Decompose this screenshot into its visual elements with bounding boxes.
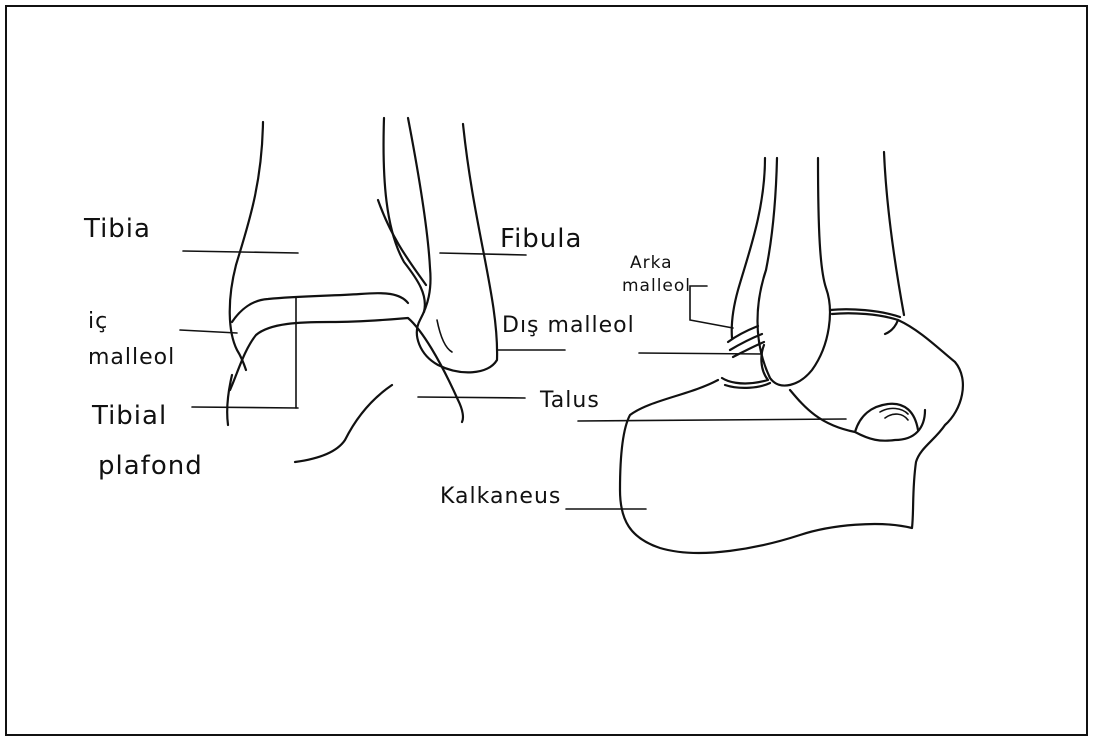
- label-tibia: Tibia: [83, 214, 151, 244]
- label-ic: iç: [88, 309, 108, 334]
- label-kalkaneus: Kalkaneus: [440, 484, 561, 509]
- label-arka-malleol: malleol: [622, 276, 691, 296]
- label-ic-malleol: malleol: [88, 345, 175, 370]
- label-fibula: Fibula: [500, 224, 582, 254]
- tibial-plafond-upper: [232, 293, 408, 322]
- label-talus: Talus: [539, 388, 600, 413]
- label-plafond: plafond: [98, 451, 203, 481]
- talus-outline: [295, 385, 392, 462]
- tibia-lateral-outline: [384, 118, 425, 312]
- tibia-lateral-view: [732, 158, 765, 338]
- diagram-frame: [6, 6, 1087, 735]
- label-arka: Arka: [630, 253, 673, 273]
- label-tibial: Tibial: [91, 401, 167, 431]
- tibial-plafond-lower: [230, 318, 463, 422]
- label-dis-malleol: Dış malleol: [502, 313, 635, 338]
- fibula-lateral-view: [758, 158, 830, 386]
- anterior-view: [227, 118, 497, 462]
